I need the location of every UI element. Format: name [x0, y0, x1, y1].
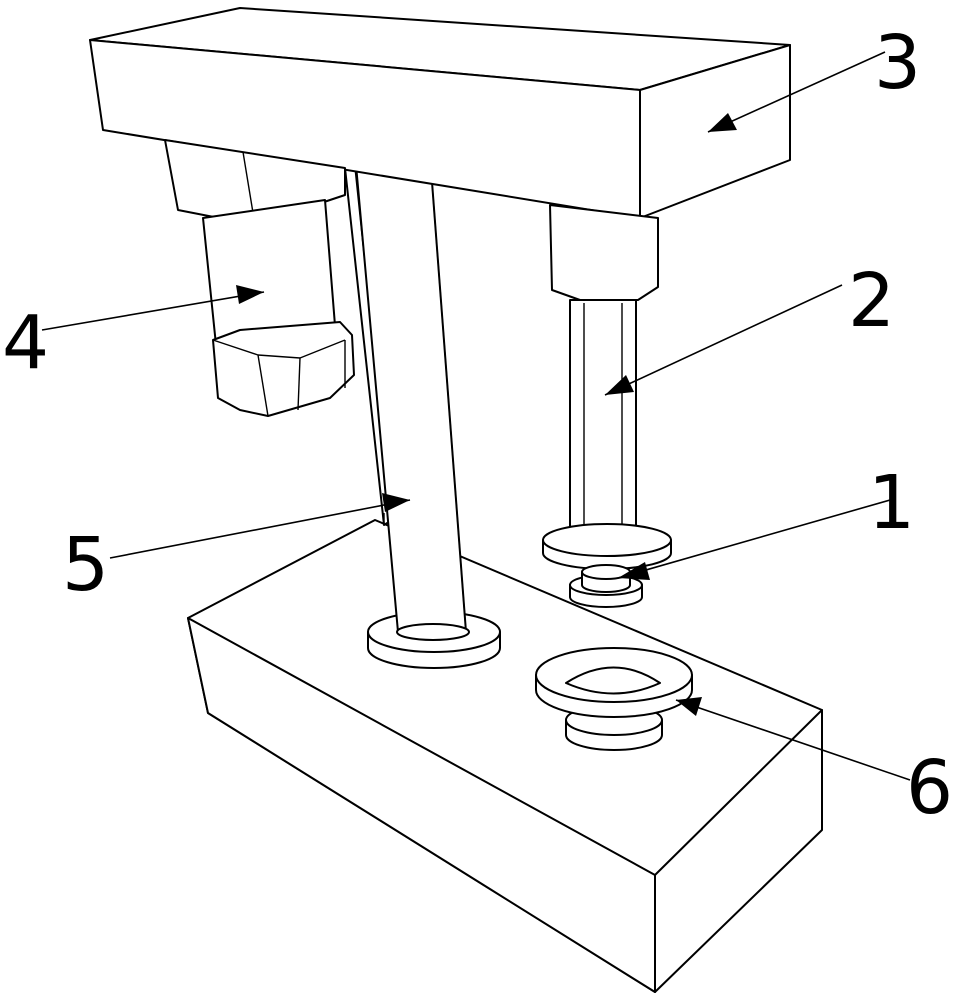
- pin-part-1: [569, 564, 643, 608]
- right-guide-rod-part-2: [542, 204, 672, 570]
- arrowhead-1: [618, 562, 650, 580]
- callout-2: 2: [848, 258, 895, 344]
- arrowhead-6: [676, 697, 702, 716]
- arrowhead-5: [382, 493, 410, 512]
- arrowhead-2: [605, 375, 634, 395]
- leader-6: [675, 699, 911, 781]
- leader-1: [617, 499, 891, 579]
- arrowhead-3: [708, 113, 737, 132]
- column-part-5: [344, 164, 470, 641]
- base-block: [187, 519, 823, 993]
- left-cylinder-part-4: [164, 139, 355, 417]
- leader-2: [604, 284, 843, 396]
- leader-lines: [41, 51, 911, 781]
- arrowhead-4: [236, 285, 264, 304]
- callout-3: 3: [874, 20, 921, 106]
- leader-4: [41, 291, 265, 331]
- callout-1: 1: [868, 460, 915, 546]
- top-plate-part-3: [89, 7, 791, 219]
- leader-5: [109, 499, 411, 559]
- callout-6: 6: [906, 745, 953, 831]
- callout-4: 4: [2, 300, 49, 386]
- leader-3: [707, 51, 886, 133]
- callout-5: 5: [62, 522, 109, 608]
- base-socket-part-6: [535, 647, 693, 751]
